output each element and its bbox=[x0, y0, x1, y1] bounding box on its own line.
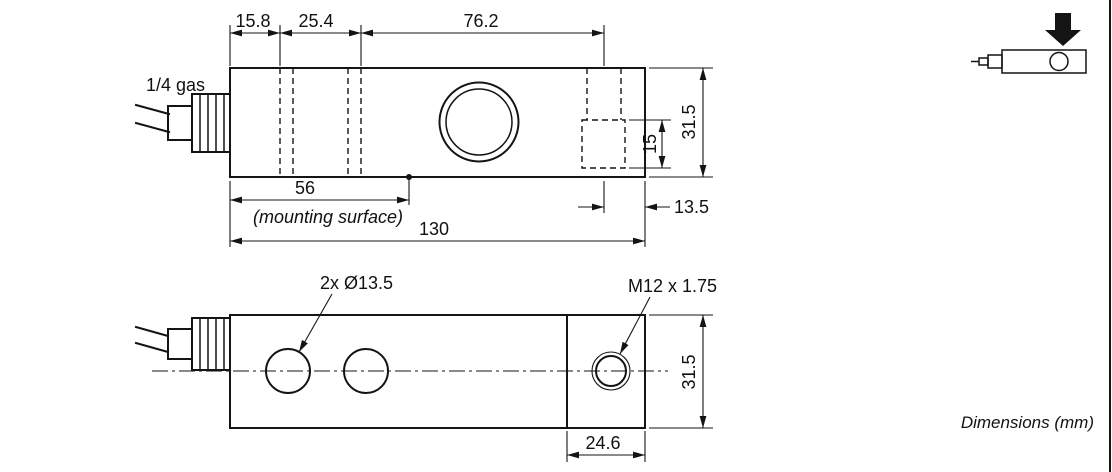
leader-line bbox=[298, 293, 333, 353]
mounting-hole-2 bbox=[343, 348, 389, 394]
plan-view: 2x Ø13.5 M12 x 1.75 31.5 24.6 bbox=[134, 273, 717, 462]
load-button bbox=[438, 81, 520, 163]
cable-line bbox=[134, 341, 170, 354]
cable-line bbox=[134, 121, 171, 134]
dim-label-31-5-side: 31.5 bbox=[679, 104, 699, 139]
down-arrow-icon bbox=[1045, 13, 1081, 46]
hidden-pocket-outline bbox=[581, 119, 626, 169]
pictogram-gland bbox=[987, 54, 1003, 69]
cable-gland bbox=[167, 317, 231, 371]
callouts-plan: 2x Ø13.5 M12 x 1.75 bbox=[298, 273, 717, 355]
mounting-surface-note: (mounting surface) bbox=[253, 207, 403, 227]
load-direction-pictogram bbox=[971, 13, 1087, 74]
hidden-groove-lines bbox=[279, 68, 362, 177]
threaded-hole-m12 bbox=[591, 351, 631, 391]
cable bbox=[134, 103, 171, 134]
pictogram-cell-body bbox=[1001, 49, 1087, 74]
body-outline-side bbox=[229, 67, 646, 178]
thread-callout-label: M12 x 1.75 bbox=[628, 276, 717, 296]
pictogram-gland-neck bbox=[978, 57, 989, 66]
cable-line bbox=[134, 325, 170, 338]
dim-label-76-2: 76.2 bbox=[463, 11, 498, 31]
thread-minor-circle bbox=[595, 355, 627, 387]
leader-line bbox=[619, 296, 651, 355]
cable-gland bbox=[167, 93, 231, 153]
holes-callout-label: 2x Ø13.5 bbox=[320, 273, 393, 293]
dim-label-13-5: 13.5 bbox=[674, 197, 709, 217]
cable bbox=[134, 325, 170, 354]
load-button-outer-circle bbox=[438, 81, 520, 163]
cable-line bbox=[134, 103, 171, 116]
mounting-hole-1 bbox=[265, 348, 311, 394]
dim-label-31-5-plan: 31.5 bbox=[679, 354, 699, 389]
cable-gland-label: 1/4 gas bbox=[146, 75, 205, 95]
dimensions-plan: 31.5 24.6 bbox=[566, 314, 713, 462]
hidden-pocket bbox=[581, 68, 626, 169]
pictogram-load-hole bbox=[1049, 51, 1069, 72]
datum-dot bbox=[406, 174, 412, 180]
dim-label-15: 15 bbox=[640, 134, 660, 154]
thread-major-circle bbox=[591, 351, 631, 391]
side-view: 1/4 gas 15.8 25.4 bbox=[134, 11, 713, 247]
dim-label-25-4: 25.4 bbox=[298, 11, 333, 31]
dim-label-24-6: 24.6 bbox=[585, 433, 620, 453]
dim-label-130: 130 bbox=[419, 219, 449, 239]
dim-label-56: 56 bbox=[295, 178, 315, 198]
dim-label-15-8: 15.8 bbox=[235, 11, 270, 31]
gland-neck bbox=[167, 105, 193, 141]
load-button-inner-circle bbox=[445, 88, 513, 156]
gland-neck bbox=[167, 328, 193, 360]
units-note: Dimensions (mm) bbox=[961, 413, 1094, 432]
dimensions-side: 15.8 25.4 76.2 15 31.5 13.5 56 bbox=[229, 11, 713, 247]
